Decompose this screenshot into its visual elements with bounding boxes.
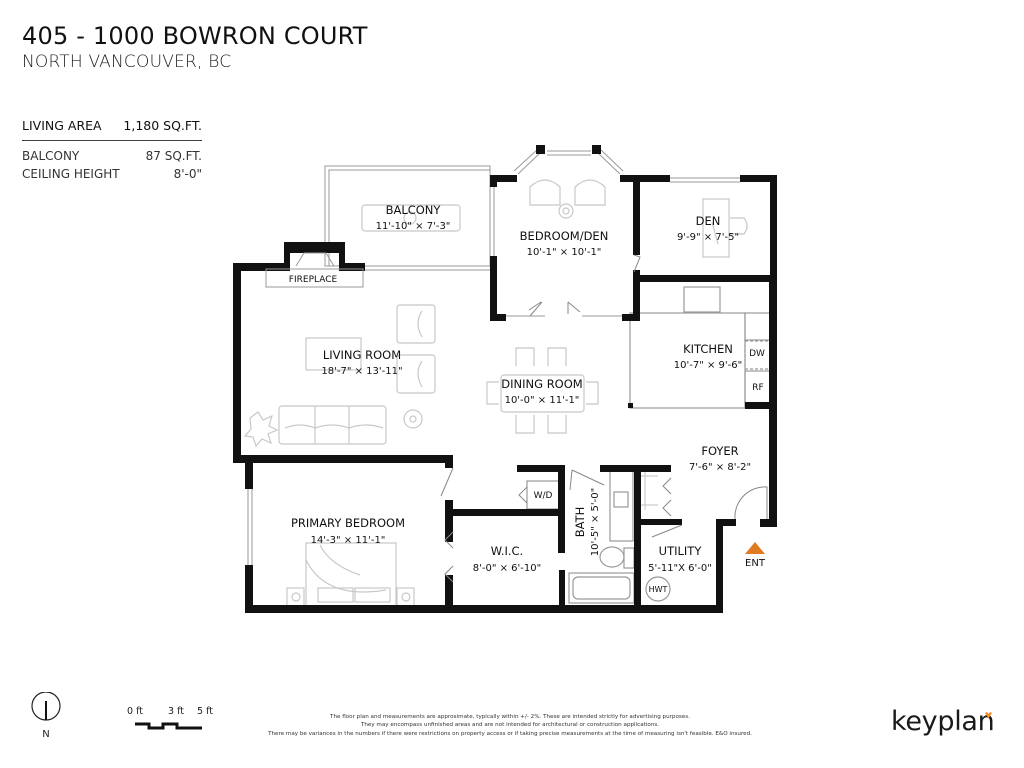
room-living-dims: 18'-7" × 13'-11" xyxy=(321,366,402,377)
room-fireplace-name: FIREPLACE xyxy=(289,275,338,285)
room-bedroom-den-dims: 10'-1" × 10'-1" xyxy=(527,247,602,258)
room-utility-name: UTILITY xyxy=(659,544,703,558)
room-den-dims: 9'-9" × 7'-5" xyxy=(677,232,739,243)
room-wic-dims: 8'-0" × 6'-10" xyxy=(473,563,541,574)
room-primary-bedroom-name: PRIMARY BEDROOM xyxy=(291,516,405,530)
entry-marker-icon xyxy=(745,542,765,554)
fireplace-hearth xyxy=(265,252,364,288)
disclaimer-line-3: There may be variances in the numbers if… xyxy=(268,730,752,737)
property-location: NORTH VANCOUVER, BC xyxy=(22,52,232,72)
entry-label: ENT xyxy=(745,558,766,569)
balcony-area-label: BALCONY xyxy=(22,149,80,163)
washer-dryer-label: W/D xyxy=(534,491,553,501)
room-bath-name: BATH xyxy=(573,507,587,538)
scale-label-5: 5 ft xyxy=(197,706,213,717)
living-area-label: LIVING AREA xyxy=(22,117,102,133)
disclaimer-line-2: They may encompass unfinished areas and … xyxy=(360,722,660,729)
room-balcony-name: BALCONY xyxy=(386,203,442,217)
room-wic-name: W.I.C. xyxy=(491,544,523,558)
room-den-name: DEN xyxy=(696,214,721,228)
north-compass-icon: N xyxy=(31,692,61,740)
room-balcony-dims: 11'-10" × 7'-3" xyxy=(376,221,451,232)
walls xyxy=(233,145,777,613)
room-living-name: LIVING ROOM xyxy=(323,348,401,362)
room-kitchen-dims: 10'-7" × 9'-6" xyxy=(674,360,742,371)
property-title: 405 - 1000 BOWRON COURT xyxy=(22,22,368,50)
area-summary: LIVING AREA 1,180 SQ.FT. BALCONY 87 SQ.F… xyxy=(22,116,202,183)
room-bath-dims: 10'-5" × 5'-0" xyxy=(590,488,601,556)
dishwasher-label: DW xyxy=(749,349,765,359)
room-dining-dims: 10'-0" × 11'-1" xyxy=(505,395,580,406)
room-primary-bedroom-dims: 14'-3" × 11'-1" xyxy=(311,535,386,546)
room-labels: BALCONY 11'-10" × 7'-3" BEDROOM/DEN 10'-… xyxy=(289,203,766,594)
scale-label-0: 0 ft xyxy=(127,706,143,717)
room-foyer-dims: 7'-6" × 8'-2" xyxy=(689,462,751,473)
compass-label: N xyxy=(42,729,49,740)
keyplan-mark-icon xyxy=(985,712,992,719)
living-area-row: LIVING AREA 1,180 SQ.FT. xyxy=(22,116,202,141)
balcony-area-value: 87 SQ.FT. xyxy=(145,149,202,163)
room-utility-dims: 5'-11"X 6'-0" xyxy=(648,563,712,574)
scale-bar-graphic xyxy=(135,722,202,730)
furniture xyxy=(243,179,771,607)
ceiling-height-row: CEILING HEIGHT 8'-0" xyxy=(22,165,202,183)
doors xyxy=(440,254,768,583)
ceiling-height-label: CEILING HEIGHT xyxy=(22,167,120,181)
disclaimer-line-1: The floor plan and measurements are appr… xyxy=(330,714,690,720)
windows xyxy=(247,149,740,565)
room-foyer-name: FOYER xyxy=(701,444,738,458)
ceiling-height-value: 8'-0" xyxy=(173,167,202,181)
room-kitchen-name: KITCHEN xyxy=(683,342,733,356)
refrigerator-label: RF xyxy=(752,383,763,393)
scale-label-3: 3 ft xyxy=(168,706,184,717)
room-bedroom-den-name: BEDROOM/DEN xyxy=(520,229,609,243)
disclaimer: The floor plan and measurements are appr… xyxy=(260,713,760,738)
hot-water-tank-label: HWT xyxy=(649,585,668,594)
living-area-value: 1,180 SQ.FT. xyxy=(123,117,202,133)
keyplan-logo: keyplan xyxy=(891,706,995,737)
balcony-area-row: BALCONY 87 SQ.FT. xyxy=(22,147,202,165)
scale-bar: 0 ft 3 ft 5 ft xyxy=(120,706,230,736)
room-dining-name: DINING ROOM xyxy=(501,377,582,391)
